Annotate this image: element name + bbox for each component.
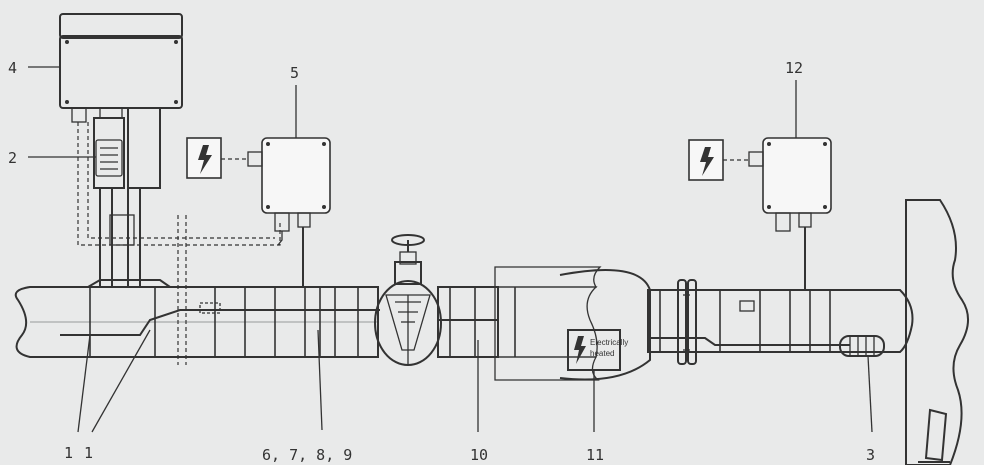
pipe-left-section [14,286,379,358]
pipe-middle-section [437,286,499,358]
power-supply-symbol-12 [688,139,749,181]
vessel-wall [905,199,969,465]
power-supply-symbol-5 [186,137,248,179]
controller-unit [59,13,183,123]
end-seal [839,335,885,357]
electrically-heated-sign: Electrically heated [567,329,628,371]
insulation-section [494,266,651,381]
valve [374,234,442,366]
sign-line-2: heated [590,349,614,358]
pipe-right-section [647,279,914,365]
lightning-bolt-icon [574,336,586,364]
callout-labels: 4 2 5 12 1 1 6, 7, 8, 9 10 11 3 [8,59,875,464]
callout-12: 12 [785,59,803,77]
connection-box-12 [748,137,832,290]
signal-wires [77,122,281,246]
temperature-sensor [95,139,123,177]
controller-bracket [87,107,171,288]
callout-1a: 1 [64,444,73,462]
fixing-bands [89,287,831,357]
callout-2: 2 [8,149,17,167]
callout-3: 3 [866,446,875,464]
leader-lines [28,66,873,433]
pipe-break-marks [177,215,187,365]
callout-1b: 1 [84,444,93,462]
callout-4: 4 [8,59,17,77]
callout-10: 10 [470,446,488,464]
callout-6-9: 6, 7, 8, 9 [262,446,352,464]
lightning-bolt-icon [700,147,714,176]
connection-box-5 [247,137,331,287]
sign-line-1: Electrically [590,338,628,347]
callout-5: 5 [290,64,299,82]
callout-11: 11 [586,446,604,464]
lightning-bolt-icon [198,145,212,174]
